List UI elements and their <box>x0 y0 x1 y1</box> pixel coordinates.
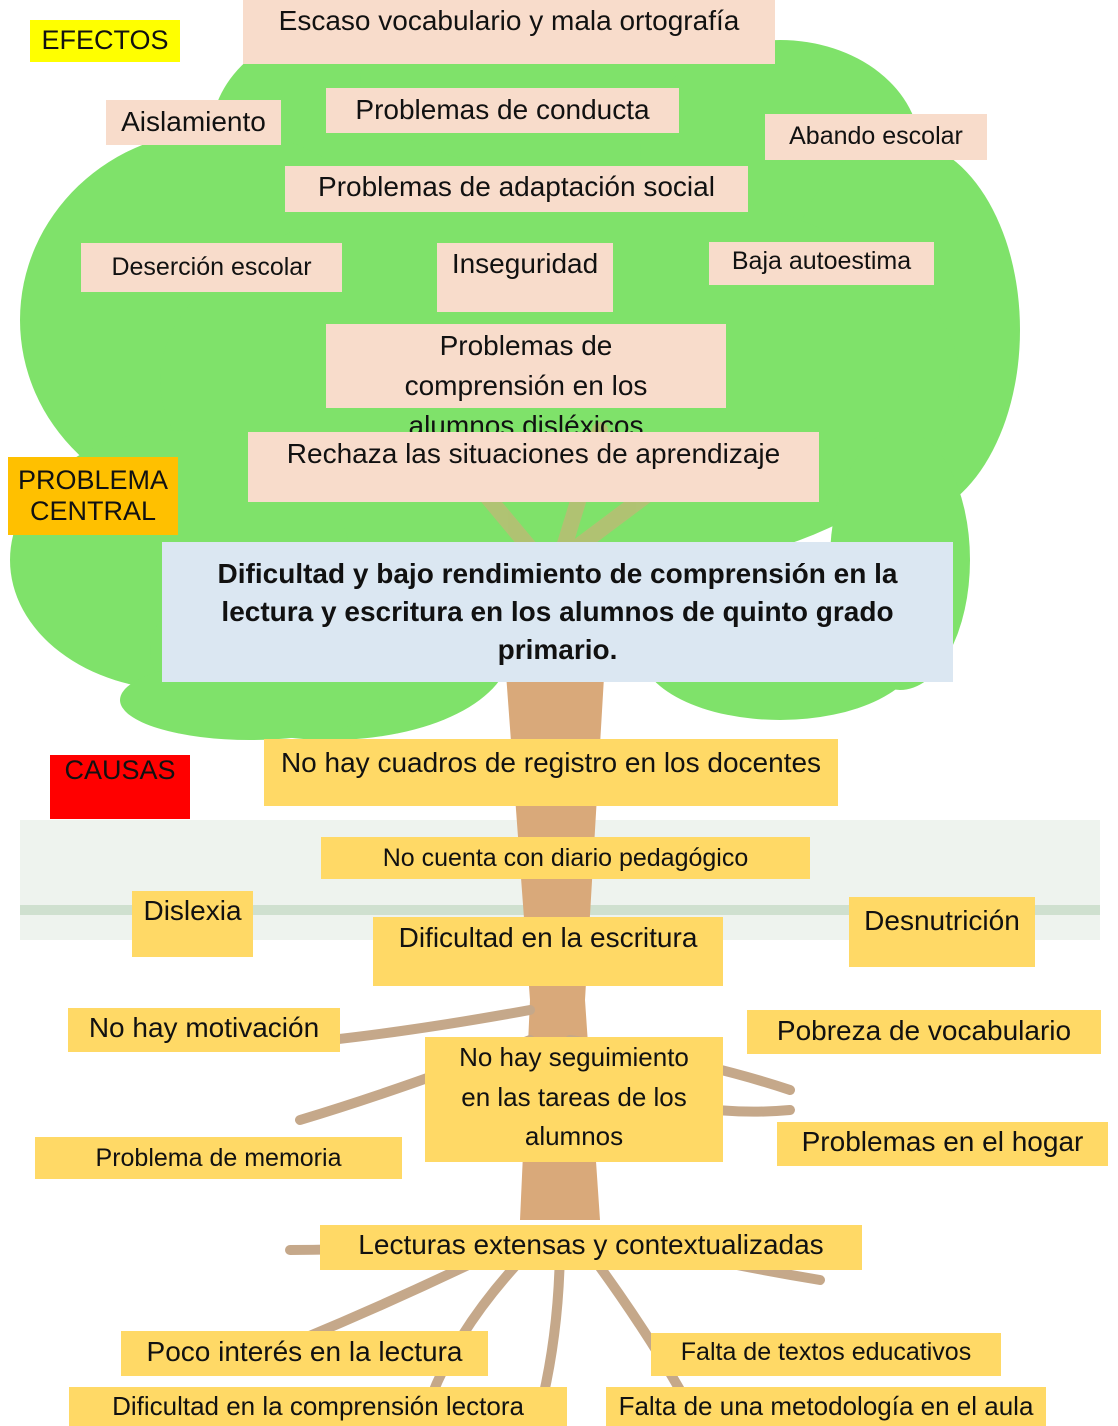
cause-dificultad-escritura: Dificultad en la escritura <box>373 917 723 986</box>
cause-poco-interes: Poco interés en la lectura <box>121 1331 488 1376</box>
causas-label: CAUSAS <box>50 755 190 819</box>
effect-adaptacion-social: Problemas de adaptación social <box>285 166 748 212</box>
effect-baja-autoestima: Baja autoestima <box>709 242 934 285</box>
problema-central-label: PROBLEMA CENTRAL <box>8 457 178 535</box>
cause-lecturas-extensas: Lecturas extensas y contextualizadas <box>320 1225 862 1270</box>
cause-diario-pedagogico: No cuenta con diario pedagógico <box>321 837 810 879</box>
cause-pobreza-vocabulario: Pobreza de vocabulario <box>747 1010 1101 1054</box>
effect-problemas-comprension: Problemas de comprensión en los alumnos … <box>326 324 726 441</box>
cause-problemas-hogar: Problemas en el hogar <box>777 1122 1108 1166</box>
effect-escaso-vocabulario: Escaso vocabulario y mala ortografía <box>243 0 775 64</box>
effect-rechaza-situaciones: Rechaza las situaciones de aprendizaje <box>248 432 819 502</box>
effect-inseguridad: Inseguridad <box>437 243 613 312</box>
effect-aislamiento: Aislamiento <box>106 100 281 145</box>
cause-no-hay-seguimiento: No hay seguimiento en las tareas de los … <box>425 1037 723 1162</box>
cause-dificultad-comprension-lectora: Dificultad en la comprensión lectora <box>69 1387 567 1426</box>
cause-desnutricion: Desnutrición <box>849 897 1035 967</box>
effect-problemas-conducta: Problemas de conducta <box>326 88 679 133</box>
cause-no-hay-motivacion: No hay motivación <box>68 1008 340 1052</box>
central-problem: Dificultad y bajo rendimiento de compren… <box>162 542 953 682</box>
cause-falta-metodologia: Falta de una metodología en el aula <box>606 1387 1046 1426</box>
effect-abando-escolar: Abando escolar <box>765 114 987 160</box>
cause-cuadros-registro: No hay cuadros de registro en los docent… <box>264 739 838 806</box>
cause-falta-textos: Falta de textos educativos <box>651 1333 1001 1376</box>
efectos-label: EFECTOS <box>30 20 180 62</box>
cause-dislexia: Dislexia <box>132 891 253 957</box>
effect-desercion-escolar: Deserción escolar <box>81 243 342 292</box>
cause-problema-memoria: Problema de memoria <box>35 1137 402 1179</box>
